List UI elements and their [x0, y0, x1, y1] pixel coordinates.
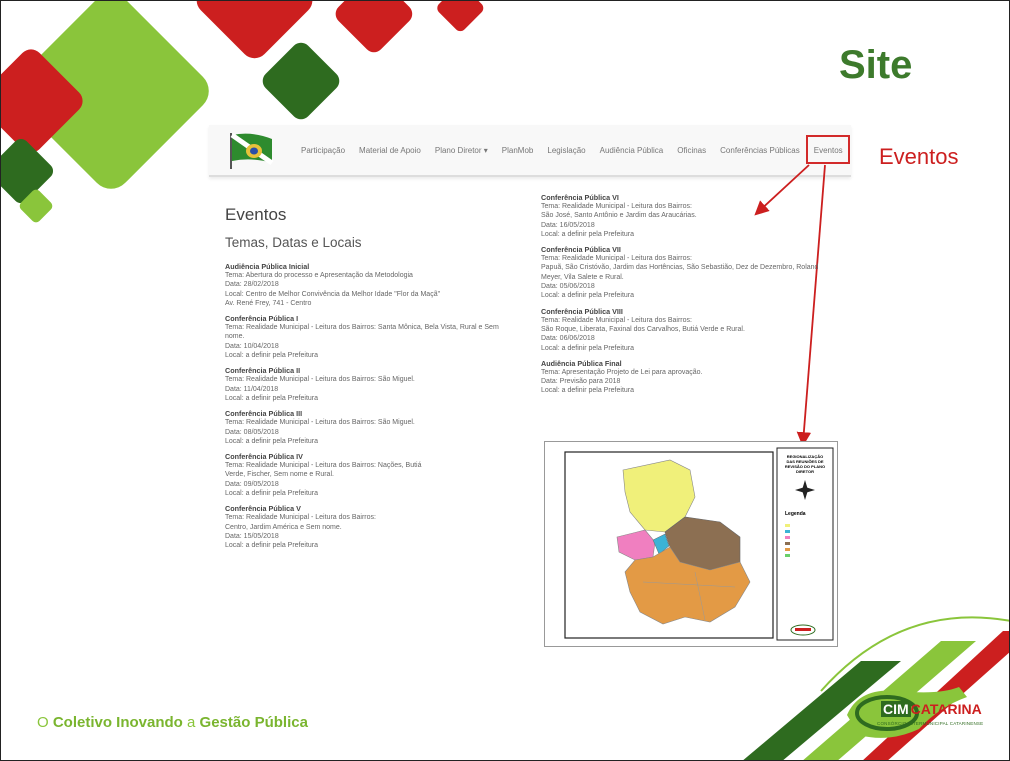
event-line: Local: a definir pela Prefeitura	[225, 352, 318, 360]
map-title-line: REGIONALIZAÇÃO	[787, 454, 823, 459]
callout-label: Eventos	[879, 144, 959, 169]
event-line: Centro, Jardim América e Sem nome.	[225, 523, 342, 531]
event-item: Conferência Pública V Tema: Realidade Mu…	[225, 504, 525, 550]
event-line: Data: 28/02/2018	[225, 281, 279, 289]
events-content-left: Eventos Temas, Datas e Locais Audiência …	[225, 205, 525, 557]
event-line: Local: a definir pela Prefeitura	[541, 292, 634, 300]
map-graphic: REGIONALIZAÇÃO DAS REUNIÕES DE REVISÃO D…	[564, 447, 834, 641]
nav-item-audiencia-publica[interactable]: Audiência Pública	[599, 145, 664, 155]
event-line: Data: Previsão para 2018	[541, 378, 621, 386]
event-line: Av. René Frey, 741 - Centro	[225, 299, 312, 307]
nav-item-planmob[interactable]: PlanMob	[501, 145, 534, 155]
nav-item-material-de-apoio[interactable]: Material de Apoio	[359, 145, 421, 155]
slide-title: Site	[839, 43, 913, 87]
event-line: Local: a definir pela Prefeitura	[541, 344, 634, 352]
event-item: Audiência Pública Final Tema: Apresentaç…	[541, 359, 856, 396]
map-legend-swatches	[785, 524, 790, 557]
event-line: Data: 09/05/2018	[225, 480, 279, 488]
events-content-right: Conferência Pública VI Tema: Realidade M…	[541, 193, 856, 402]
map-title-line: DAS REUNIÕES DE	[786, 459, 823, 464]
event-item: Conferência Pública II Tema: Realidade M…	[225, 366, 525, 403]
flag-logo-icon[interactable]	[227, 129, 277, 169]
north-arrow-icon	[795, 480, 815, 500]
event-title: Conferência Pública VI	[541, 193, 619, 202]
event-item: Conferência Pública VIII Tema: Realidade…	[541, 307, 856, 353]
event-item: Conferência Pública VI Tema: Realidade M…	[541, 193, 856, 239]
event-line: Tema: Realidade Municipal - Leitura dos …	[225, 376, 415, 384]
nav-item-eventos[interactable]: Eventos	[813, 145, 843, 155]
event-title: Audiência Pública Inicial	[225, 262, 310, 271]
page-heading: Eventos	[225, 205, 287, 224]
event-line: nome.	[225, 333, 245, 341]
map-title-line: REVISÃO DO PLANO	[785, 464, 825, 469]
event-item: Conferência Pública III Tema: Realidade …	[225, 409, 525, 446]
logo-text-right: CATARINA	[910, 701, 982, 717]
event-line: Data: 05/06/2018	[541, 283, 595, 291]
event-line: Tema: Realidade Municipal - Leitura dos …	[225, 514, 376, 522]
eventos-highlight-box	[806, 135, 850, 164]
regional-map[interactable]: REGIONALIZAÇÃO DAS REUNIÕES DE REVISÃO D…	[544, 441, 838, 647]
event-line: Local: a definir pela Prefeitura	[225, 542, 318, 550]
event-item: Audiência Pública Inicial Tema: Abertura…	[225, 262, 525, 308]
event-line: Data: 16/05/2018	[541, 221, 595, 229]
event-line: São Roque, Liberata, Faxinal dos Carvalh…	[541, 325, 745, 333]
map-logo-icon	[790, 624, 816, 636]
page-subheading: Temas, Datas e Locais	[225, 235, 362, 250]
event-line: Tema: Realidade Municipal - Leitura dos …	[541, 255, 692, 263]
event-title: Conferência Pública VIII	[541, 306, 623, 316]
navbar: Participação Material de Apoio Plano Dir…	[209, 125, 851, 177]
event-title: Conferência Pública VII	[541, 245, 621, 255]
event-line: Tema: Realidade Municipal - Leitura dos …	[225, 462, 422, 470]
event-line: Tema: Realidade Municipal - Leitura dos …	[541, 316, 692, 324]
slogan-part: Coletivo Inovando	[52, 714, 183, 731]
event-line: Tema: Abertura do processo e Apresentaçã…	[225, 272, 413, 279]
event-line: Tema: Realidade Municipal - Leitura dos …	[541, 203, 692, 210]
event-line: Data: 15/05/2018	[225, 532, 279, 540]
event-line: Data: 08/05/2018	[225, 428, 279, 436]
event-title: Conferência Pública I	[225, 314, 299, 324]
logo-text-left: CIM	[881, 701, 911, 717]
event-item: Conferência Pública I Tema: Realidade Mu…	[225, 314, 525, 360]
slogan-part: a	[182, 714, 200, 731]
event-line: Local: a definir pela Prefeitura	[541, 230, 634, 238]
event-item: Conferência Pública VII Tema: Realidade …	[541, 245, 856, 300]
event-line: Local: Centro de Melhor Convivência da M…	[225, 290, 441, 298]
event-line: Data: 11/04/2018	[225, 385, 279, 393]
event-line: Data: 10/04/2018	[225, 342, 279, 350]
slogan-part: Gestão Pública	[199, 714, 308, 731]
event-line: Tema: Realidade Municipal - Leitura dos …	[225, 324, 499, 332]
event-line: Papuã, São Cristóvão, Jardim das Hortênc…	[541, 264, 819, 272]
event-line: Local: a definir pela Prefeitura	[541, 387, 634, 395]
event-line: Verde, Fischer, Sem nome e Rural.	[225, 471, 334, 479]
event-line: Local: a definir pela Prefeitura	[225, 437, 318, 445]
event-line: São José, Santo Antônio e Jardim das Ara…	[541, 212, 697, 220]
slogan-part: O	[37, 714, 53, 731]
event-line: Local: a definir pela Prefeitura	[225, 394, 318, 402]
event-line: Tema: Realidade Municipal - Leitura dos …	[225, 419, 415, 427]
event-line: Meyer, Vila Salete e Rural.	[541, 273, 624, 281]
event-item: Conferência Pública IV Tema: Realidade M…	[225, 452, 525, 498]
nav-item-conferencias-publicas[interactable]: Conferências Públicas	[720, 145, 800, 155]
callout-arrows	[754, 164, 826, 447]
nav-item-oficinas[interactable]: Oficinas	[677, 145, 707, 155]
decorative-shapes	[1, 1, 484, 223]
event-line: Local: a definir pela Prefeitura	[225, 490, 318, 498]
map-legend-title: Legenda	[785, 511, 806, 517]
nav-menu: Participação Material de Apoio Plano Dir…	[301, 125, 843, 175]
logo-subtitle: CONSÓRCIO INTERMUNICIPAL CATARINENSE	[877, 721, 984, 726]
event-title: Conferência Pública II	[225, 366, 301, 376]
nav-item-participacao[interactable]: Participação	[301, 145, 346, 155]
event-title: Conferência Pública IV	[225, 452, 303, 462]
nav-item-plano-diretor[interactable]: Plano Diretor ▾	[434, 145, 488, 155]
event-title: Conferência Pública III	[225, 409, 303, 419]
nav-item-legislacao[interactable]: Legislação	[547, 145, 586, 155]
map-title-line: DIRETOR	[796, 469, 814, 474]
event-title: Conferência Pública V	[225, 504, 301, 514]
footer-slogan: O Coletivo Inovando a Gestão Pública	[37, 714, 308, 731]
event-line: Tema: Apresentação Projeto de Lei para a…	[541, 368, 703, 376]
event-line: Data: 06/06/2018	[541, 335, 595, 343]
event-title: Audiência Pública Final	[541, 358, 622, 368]
